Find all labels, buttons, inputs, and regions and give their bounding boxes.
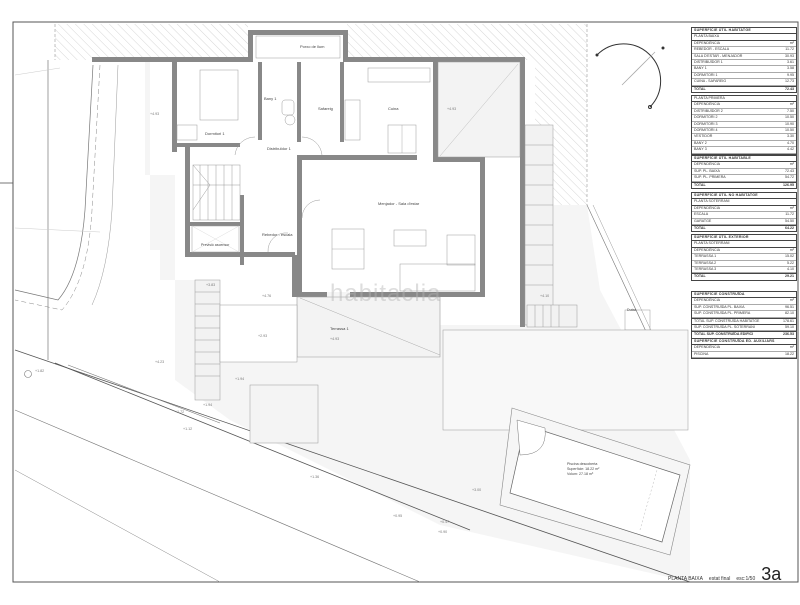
table-title: SUPERFÍCIE ÚTIL NO HABITATGE [692, 193, 796, 200]
room-label-bedroom1: Dormitori 1 [205, 131, 225, 136]
table-useful-non-habitable: SUPERFÍCIE ÚTIL NO HABITATGE PLANTA SOTE… [691, 192, 797, 233]
svg-text:+4.93: +4.93 [330, 337, 339, 341]
table-title: SUPERFÍCIE ÚTIL EXTERIOR [692, 235, 796, 242]
table-subtitle: PLANTA PRIMERA [692, 96, 796, 103]
svg-text:+1.82: +1.82 [35, 369, 44, 373]
sheet-title: PLANTA BAIXA [668, 576, 703, 582]
sheet-scale: esc:1/50 [736, 576, 756, 582]
svg-text:+0.90: +0.90 [438, 530, 447, 534]
pool-volume-label: Volum: 27.18 m³ [567, 472, 594, 476]
svg-text:+4.23: +4.23 [155, 360, 164, 364]
room-label-lift: Previsió ascensor [201, 243, 230, 247]
room-label-terrace1: Terrassa 1 [330, 326, 349, 331]
table-subtitle: PLANTA SOTERRANI [692, 199, 796, 206]
table-title: SUPERFÍCIE CONSTRUÏDA ED. AUXILIARS [692, 339, 796, 346]
table-subtitle: PLANTA BAIXA [692, 34, 796, 41]
svg-text:+0.47: +0.47 [440, 520, 449, 524]
svg-text:+1.94: +1.94 [235, 377, 244, 381]
room-label-kitchen: Cuina [388, 106, 399, 111]
svg-text:+0.95: +0.95 [393, 514, 402, 518]
svg-text:+1.72: +1.72 [175, 410, 184, 414]
title-block: PLANTA BAIXA estat final esc:1/50 3a [668, 564, 798, 584]
table-useful-area-ground: SUPERFÍCIE ÚTIL HABITATGE PLANTA BAIXA D… [691, 27, 797, 94]
table-title: SUPERFÍCIE ÚTIL HABITABLE [692, 156, 796, 163]
table-subtitle: PLANTA SOTERRANI [692, 241, 796, 248]
sheet-number: 3a [761, 564, 782, 584]
svg-text:+1.12: +1.12 [183, 427, 192, 431]
watermark: habitaclia [330, 280, 442, 307]
svg-text:+4.93: +4.93 [150, 112, 159, 116]
table-useful-exterior: SUPERFÍCIE ÚTIL EXTERIOR PLANTA SOTERRAN… [691, 234, 797, 281]
room-label-shed: Dutxa [627, 308, 636, 312]
room-label-living: Menjador - Sala d'estar [378, 201, 420, 206]
pool-area-label: Superfície: 18.22 m² [567, 467, 600, 471]
svg-text:+4.93: +4.93 [447, 107, 456, 111]
svg-text:+3.83: +3.83 [206, 283, 215, 287]
room-label-bath1: Bany 1 [264, 96, 277, 101]
room-label-pool: Piscina descoberta [567, 462, 597, 466]
room-label-hall: Distribuïdor 1 [267, 146, 292, 151]
room-label-stair-landing: Rebedor - escala [262, 232, 293, 237]
svg-text:+1.36: +1.36 [310, 475, 319, 479]
svg-text:+4.10: +4.10 [540, 294, 549, 298]
table-title: SUPERFÍCIE CONSTRUÏDA [692, 292, 796, 299]
svg-text:+1.94: +1.94 [203, 403, 212, 407]
svg-text:+2.93: +2.93 [258, 334, 267, 338]
sheet-subtitle: estat final [708, 576, 731, 582]
table-title: SUPERFÍCIE ÚTIL HABITATGE [692, 28, 796, 35]
svg-text:+4.76: +4.76 [262, 294, 271, 298]
room-label-porch: Porxo de llum [300, 44, 325, 49]
room-label-laundry: Safareig [318, 106, 333, 111]
svg-text:+3.00: +3.00 [472, 488, 481, 492]
table-built-auxiliary: SUPERFÍCIE CONSTRUÏDA ED. AUXILIARS DEPE… [691, 338, 797, 360]
